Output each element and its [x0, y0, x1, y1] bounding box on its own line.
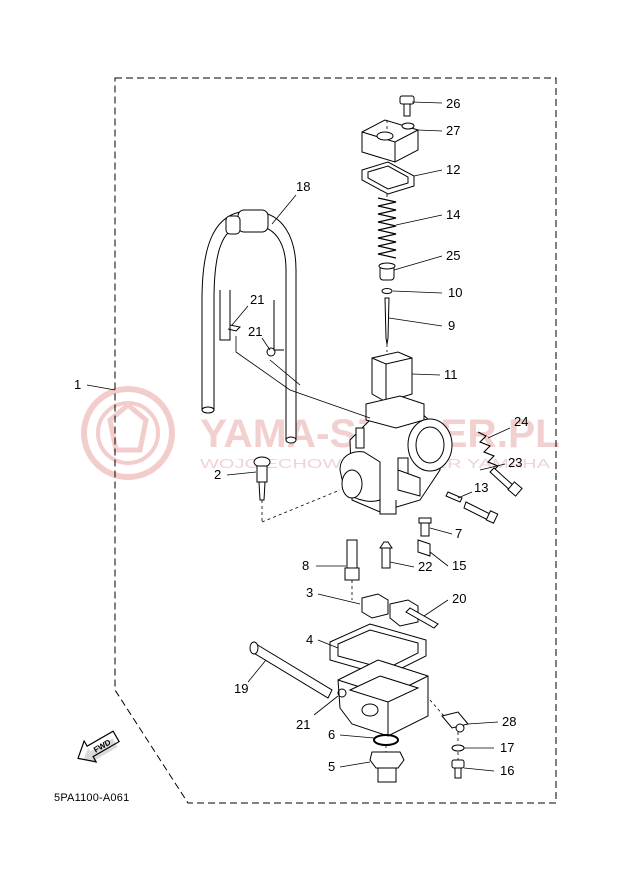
leader-lines — [86, 101, 511, 772]
callout-4: 4 — [306, 632, 313, 647]
callout-17: 17 — [500, 740, 514, 755]
callout-19: 19 — [234, 681, 248, 696]
callout-18: 18 — [296, 179, 310, 194]
callout-15: 15 — [452, 558, 466, 573]
part-26-screw — [399, 95, 415, 117]
callout-21-b: 21 — [248, 324, 262, 339]
part-3-float — [361, 593, 419, 627]
part-9-needle — [384, 297, 390, 345]
callout-12: 12 — [446, 162, 460, 177]
part-2-adjuster — [253, 456, 271, 501]
callout-labels: 1 2 3 4 5 6 7 8 9 10 11 12 13 14 15 16 1… — [74, 96, 528, 778]
tie-lines — [235, 336, 371, 419]
callout-24: 24 — [514, 414, 528, 429]
part-12-gasket — [361, 161, 415, 195]
assembly-boundary — [114, 77, 557, 804]
callout-13: 13 — [474, 480, 488, 495]
callout-16: 16 — [500, 763, 514, 778]
carburetor-body — [339, 395, 453, 515]
part-15-plate — [417, 539, 431, 557]
callout-14: 14 — [446, 207, 460, 222]
part-21-clip-lower — [337, 688, 347, 698]
part-18-vent-hose — [201, 209, 297, 444]
callout-5: 5 — [328, 759, 335, 774]
part-7-jet — [418, 517, 432, 537]
callout-26: 26 — [446, 96, 460, 111]
watermark: YAMA-SZOPER.PL WOJCIECHOWICZ SZOPER YAMA… — [81, 386, 560, 480]
callout-2: 2 — [214, 467, 221, 482]
callout-20: 20 — [452, 591, 466, 606]
drawing-code: 5PA1100-A061 — [54, 792, 130, 804]
part-27-cap — [361, 119, 419, 163]
part-20-pin — [405, 607, 439, 629]
part-28-bracket — [441, 711, 469, 733]
callout-9: 9 — [448, 318, 455, 333]
part-16-screw — [451, 759, 465, 779]
callout-3: 3 — [306, 585, 313, 600]
callout-21-a: 21 — [250, 292, 264, 307]
callout-7: 7 — [455, 526, 462, 541]
callout-6: 6 — [328, 727, 335, 742]
callout-1: 1 — [74, 377, 81, 392]
callout-25: 25 — [446, 248, 460, 263]
guide-lines — [261, 120, 459, 760]
callout-23: 23 — [508, 455, 522, 470]
part-4-gasket — [329, 623, 427, 677]
part-5-drain-plug — [369, 751, 405, 783]
part-14-spring — [377, 197, 397, 259]
callout-28: 28 — [502, 714, 516, 729]
part-17-washer — [451, 744, 465, 752]
callout-8: 8 — [302, 558, 309, 573]
part-13-pilot-screw — [445, 491, 499, 524]
part-6-oring — [373, 734, 399, 746]
part-19-hose — [249, 641, 333, 699]
part-8-needle-jet — [344, 539, 360, 581]
callout-22: 22 — [418, 559, 432, 574]
fwd-arrow-icon: FWD — [77, 730, 120, 764]
callout-21-c: 21 — [296, 717, 310, 732]
callout-11: 11 — [444, 367, 458, 382]
part-11-slide — [371, 351, 413, 403]
part-22-main-jet — [379, 541, 393, 569]
part-25-seat — [378, 262, 396, 281]
part-21-clip-upper — [227, 324, 276, 357]
callout-27: 27 — [446, 123, 460, 138]
float-bowl — [337, 659, 429, 737]
part-10-clip — [381, 288, 393, 294]
part-23-screw — [489, 467, 523, 497]
callout-10: 10 — [448, 285, 462, 300]
